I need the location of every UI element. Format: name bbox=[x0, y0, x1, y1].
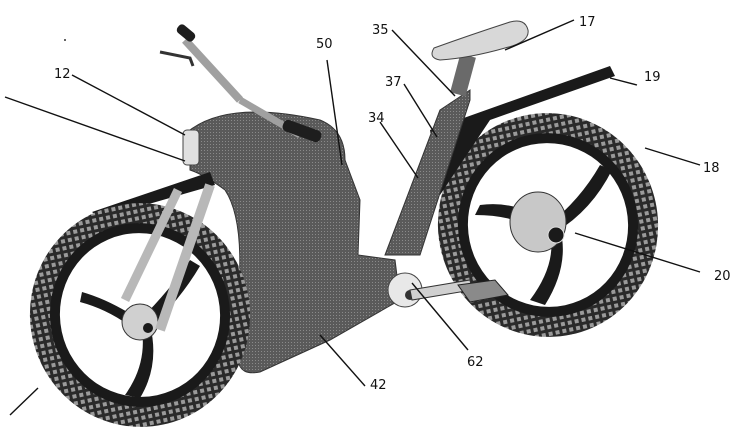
label-17: 17 bbox=[579, 15, 596, 30]
headlight bbox=[182, 129, 200, 166]
label-18: 18 bbox=[703, 161, 720, 176]
leader-35 bbox=[391, 29, 456, 97]
label-42: 42 bbox=[370, 378, 387, 393]
label-34: 34 bbox=[368, 111, 385, 126]
leader-42 bbox=[319, 334, 366, 387]
pedal bbox=[457, 279, 509, 303]
rear-axle bbox=[547, 226, 565, 244]
front-fork bbox=[120, 188, 183, 302]
leader-20 bbox=[574, 232, 701, 273]
left-grip bbox=[176, 24, 196, 42]
front-fork bbox=[155, 183, 215, 332]
handlebar bbox=[159, 24, 322, 143]
front-axle bbox=[143, 323, 153, 333]
leader-12 bbox=[71, 74, 186, 136]
label-12: 12 bbox=[54, 67, 71, 82]
leader-19 bbox=[609, 77, 638, 86]
brake-lever bbox=[159, 50, 195, 67]
crankset bbox=[387, 272, 509, 308]
right-grip bbox=[282, 119, 322, 143]
label-50: 50 bbox=[316, 37, 333, 52]
front-wheel bbox=[29, 183, 251, 427]
leader-unlabeled-upper bbox=[4, 96, 186, 162]
label-62: 62 bbox=[467, 355, 484, 370]
saddle bbox=[431, 20, 529, 61]
leader-18 bbox=[644, 147, 701, 166]
label-35: 35 bbox=[372, 23, 389, 38]
rear-fender bbox=[430, 66, 615, 195]
front-spoke bbox=[125, 320, 154, 398]
leader-62 bbox=[411, 282, 469, 351]
stray-dot bbox=[64, 39, 66, 41]
leader-34 bbox=[379, 121, 419, 179]
seat-post bbox=[450, 53, 476, 97]
label-20: 20 bbox=[714, 269, 731, 284]
leader-37 bbox=[403, 83, 438, 138]
leader-50 bbox=[326, 59, 343, 166]
label-37: 37 bbox=[385, 75, 402, 90]
leader-unlabeled-lower bbox=[9, 387, 39, 416]
brake-disc bbox=[121, 303, 159, 341]
leader-17 bbox=[504, 19, 575, 51]
label-19: 19 bbox=[644, 70, 661, 85]
